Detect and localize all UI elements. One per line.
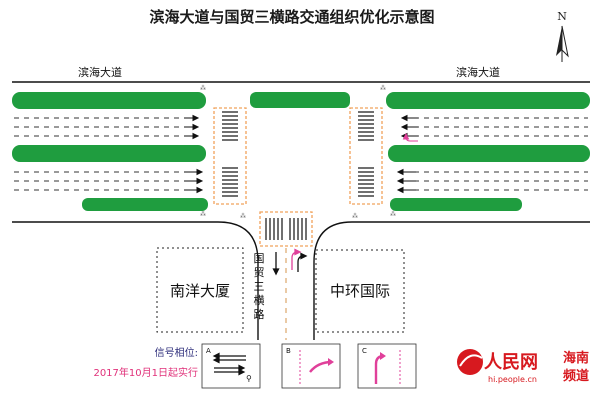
channel-line-1: 海南 [563, 350, 589, 366]
phase-box-a: A ⚲ [201, 343, 261, 389]
median-center [250, 92, 350, 108]
road-label-east: 滨海大道 [456, 65, 500, 79]
phase-c-arrows-icon [374, 350, 401, 384]
crosswalk-east [349, 107, 383, 205]
road-label-west: 滨海大道 [78, 65, 122, 79]
phase-box-c: C [357, 343, 417, 389]
median-east-mid [388, 145, 590, 162]
lane-arrows-south [272, 248, 308, 276]
road-label-south-text: 国贸三横路 [254, 252, 265, 321]
svg-text:⁂: ⁂ [240, 213, 246, 220]
svg-text:⁂: ⁂ [352, 213, 358, 220]
green-medians [12, 92, 590, 211]
phase-b-id: B [286, 347, 291, 355]
svg-text:⁂: ⁂ [380, 85, 386, 92]
diagram-title: 滨海大道与国贸三横路交通组织优化示意图 [149, 8, 434, 26]
median-east-top [386, 92, 590, 109]
lane-arrows-west [184, 114, 204, 194]
svg-text:⁂: ⁂ [200, 85, 206, 92]
people-daily-watermark: 人民网 hi.people.cn 海南 频道 [457, 349, 589, 384]
effective-date: 2017年10月1日起实行 [93, 366, 198, 379]
svg-text:⁂: ⁂ [390, 211, 396, 218]
phase-a-id: A [206, 347, 211, 355]
phase-c-id: C [362, 347, 367, 355]
channel-line-2: 频道 [563, 368, 589, 384]
brand-url: hi.people.cn [488, 375, 537, 384]
phase-a-arrows-icon: ⚲ [212, 352, 252, 383]
building-left-label: 南洋大厦 [170, 282, 230, 300]
lane-arrows-east [396, 114, 418, 194]
median-west-mid [12, 145, 206, 162]
building-right: 中环国际 [315, 249, 405, 333]
signal-head-icons: ⁂ ⁂ ⁂ ⁂ ⁂ ⁂ [200, 85, 396, 220]
phase-b-arrows-icon [299, 350, 334, 384]
north-label: N [557, 10, 567, 23]
brand-name: 人民网 [484, 352, 538, 373]
crosswalk-west [213, 107, 247, 205]
road-label-south: 国贸三横路 [254, 252, 265, 321]
median-west-top [12, 92, 206, 109]
road-edges [12, 81, 590, 340]
svg-text:⁂: ⁂ [200, 211, 206, 218]
building-right-label: 中环国际 [330, 282, 390, 300]
phase-box-b: B [281, 343, 341, 389]
building-left: 南洋大厦 [156, 247, 244, 333]
people-logo-icon [457, 349, 483, 375]
signal-phase-label: 信号相位: [155, 346, 198, 359]
svg-text:⚲: ⚲ [246, 374, 252, 383]
lane-markings [14, 117, 588, 340]
north-arrow-icon: N [556, 10, 569, 62]
crosswalk-south [259, 211, 313, 247]
median-east-bottom [390, 198, 522, 211]
median-west-bottom [82, 198, 208, 211]
